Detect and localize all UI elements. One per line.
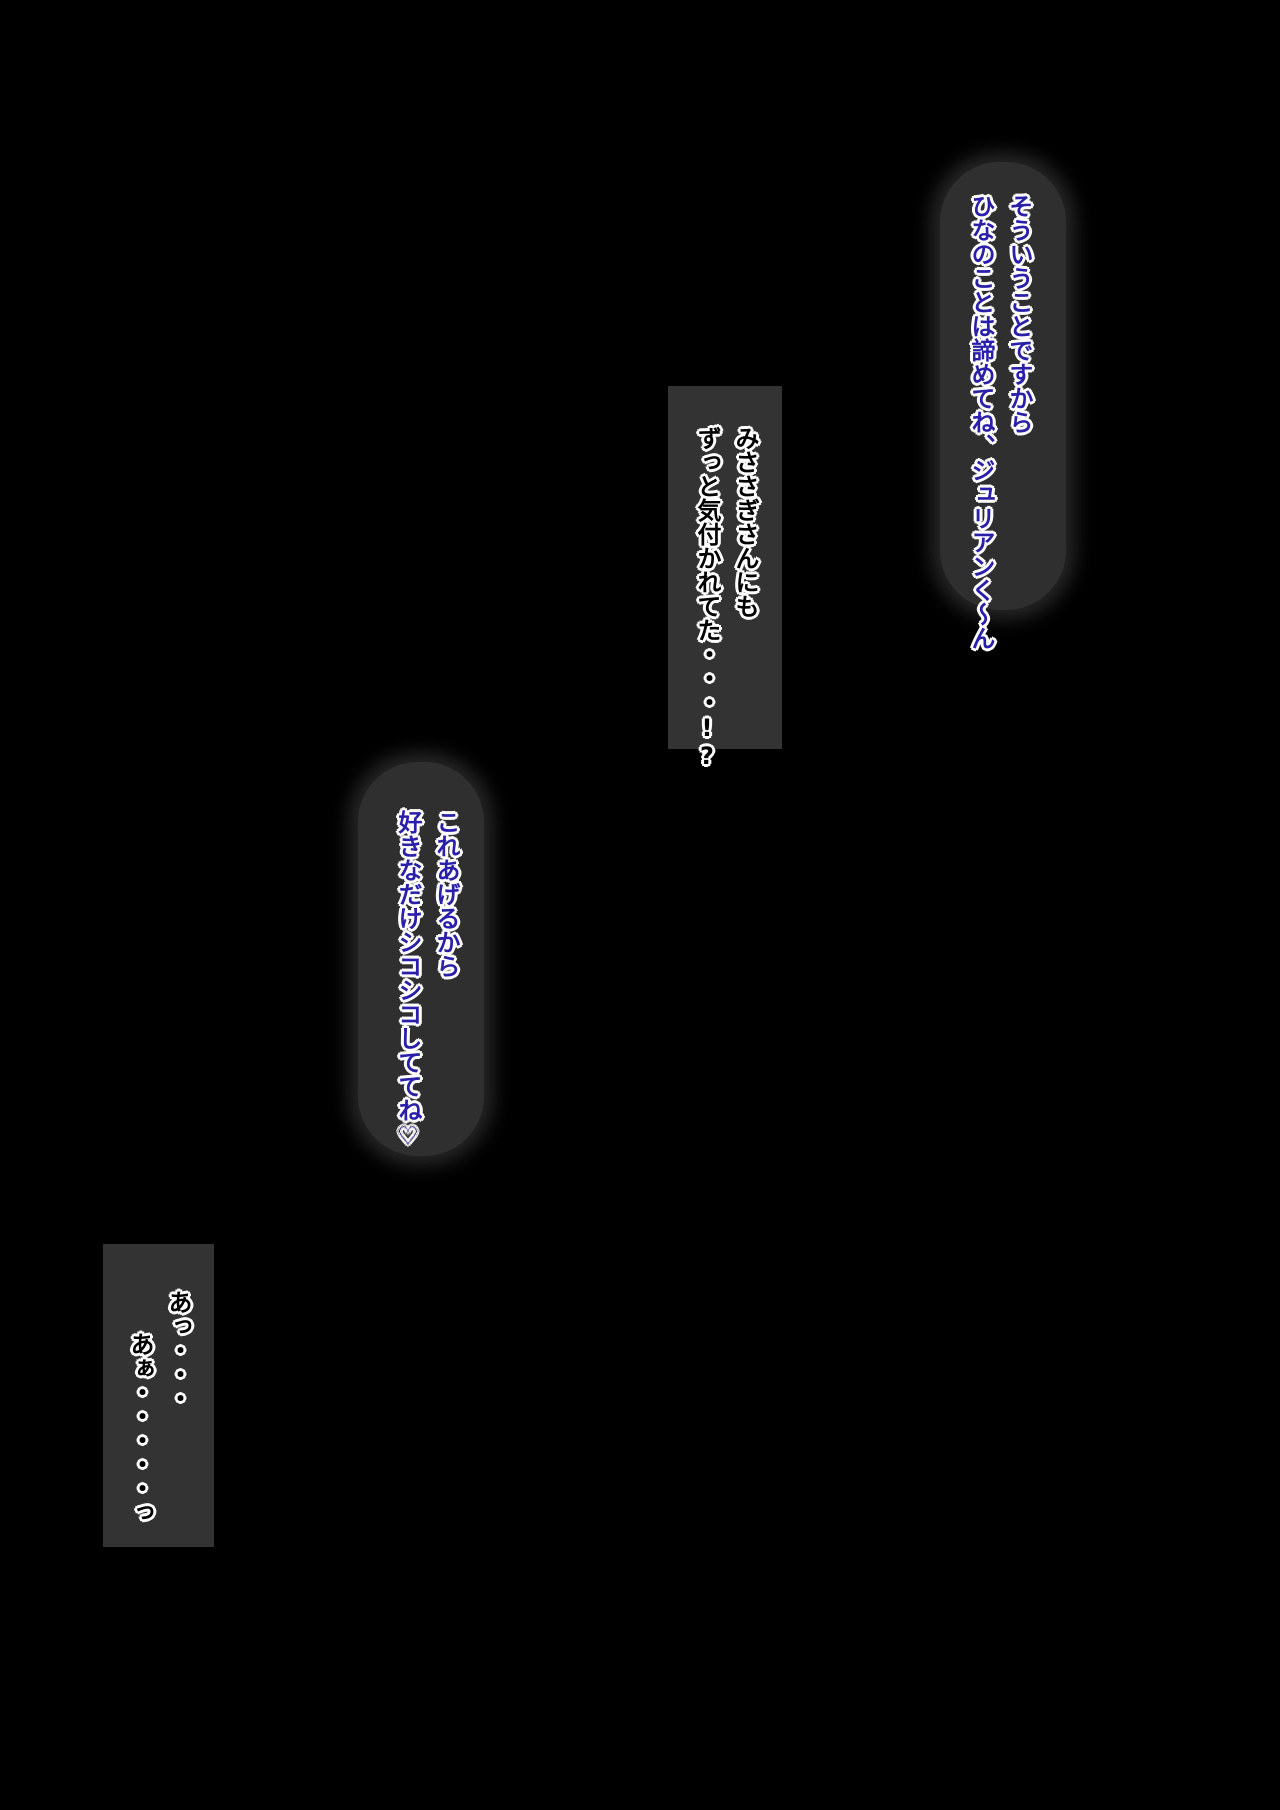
- narration-box-1: [668, 386, 782, 749]
- narration-box-2: [103, 1244, 214, 1547]
- speech-bubble-1-line-2: ひなのことは諦めてね、ジュリアンく～ん: [967, 194, 995, 650]
- narration-box-2-line-1: あっ・・・: [164, 1290, 192, 1410]
- narration-box-2-text: あっ・・・ あぁ・・・・・っ: [121, 1290, 197, 1524]
- speech-bubble-2: [358, 762, 484, 1156]
- speech-bubble-1-text: そういうことですから ひなのことは諦めてね、ジュリアンく～ん: [962, 194, 1038, 650]
- speech-bubble-2-text: これあげるから 好きなだけシコシコしててね♡: [389, 810, 465, 1150]
- speech-bubble-2-line-2: 好きなだけシコシコしててね♡: [394, 810, 422, 1150]
- speech-bubble-1-line-1: そういうことですから: [1005, 194, 1033, 434]
- narration-box-1-line-2: ずっと気付かれてた・・・!?: [693, 426, 721, 770]
- narration-box-2-line-2: あぁ・・・・・っ: [126, 1332, 154, 1524]
- speech-bubble-2-line-1: これあげるから: [432, 810, 460, 978]
- speech-bubble-1: [940, 162, 1066, 610]
- narration-box-1-text: みささぎさんにも ずっと気付かれてた・・・!?: [688, 426, 764, 770]
- narration-box-1-line-1: みささぎさんにも: [731, 426, 759, 618]
